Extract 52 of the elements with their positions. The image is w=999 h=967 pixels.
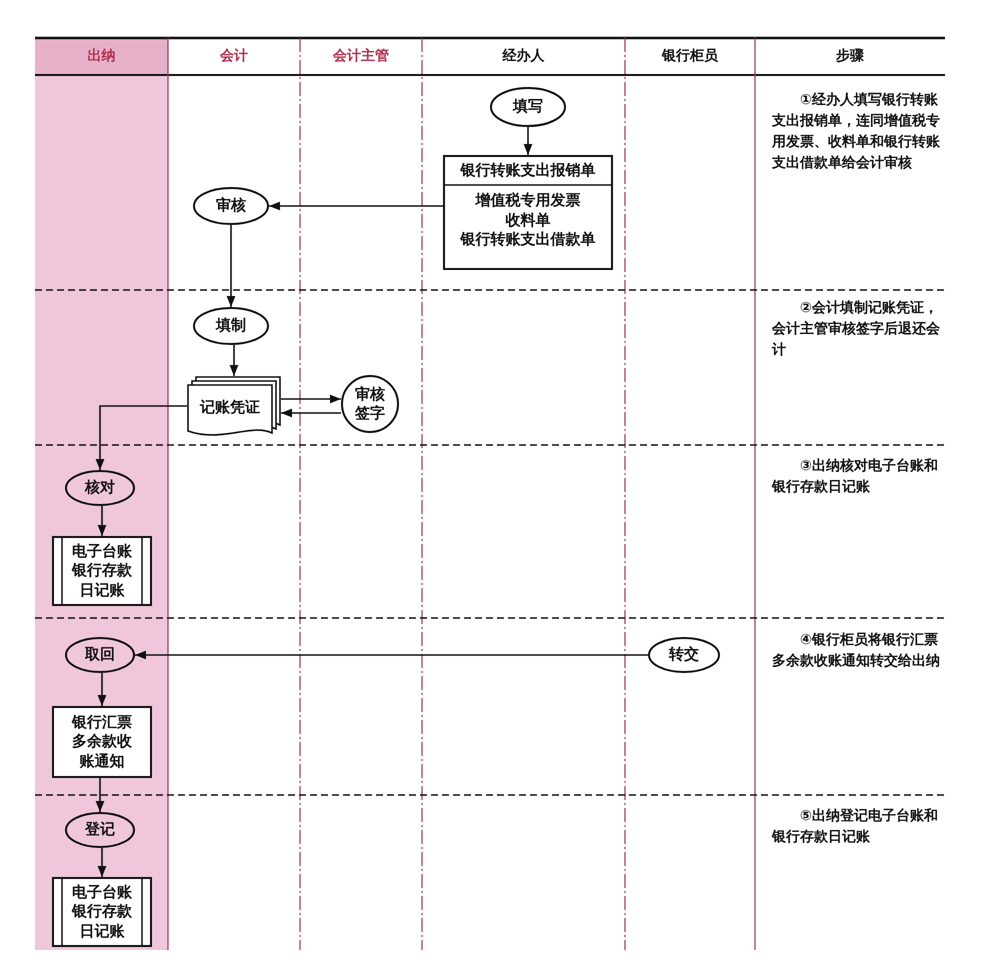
arrow — [98, 673, 106, 706]
node-text: 转交 — [669, 645, 699, 665]
node-text: 电子台账银行存款日记账 — [70, 882, 133, 942]
process-circle — [341, 375, 399, 433]
arrow — [230, 345, 238, 376]
lane-header: 会计主管 — [333, 46, 389, 66]
process-ellipse — [65, 637, 135, 673]
step-description: ②会计填制记账凭证，会计主管审核签字后退还会计 — [772, 299, 941, 360]
lane-header: 会计 — [220, 47, 248, 66]
node-text: 填写 — [513, 97, 543, 117]
node-text: 电子台账银行存款日记账 — [70, 542, 133, 600]
arrow — [96, 405, 187, 470]
lane-header: 步骤 — [836, 47, 864, 66]
node-text: 取回 — [85, 645, 115, 665]
step-description: ①经办人填写银行转账支出报销单，连同增值税专用发票、收料单和银行转账支出借款单给会计审核 — [772, 91, 941, 173]
node-text: 核对 — [85, 478, 115, 498]
arrow — [281, 394, 341, 404]
multi-document-shape — [187, 376, 281, 436]
step-description: ④银行柜员将银行汇票多余款收账通知转交给出纳 — [772, 631, 941, 671]
process-ellipse — [65, 812, 135, 848]
lane-header: 经办人 — [502, 47, 544, 66]
arrow — [96, 778, 104, 812]
arrow — [135, 650, 648, 660]
process-ellipse — [193, 307, 269, 345]
node-text: 审核 — [216, 196, 246, 216]
process-ellipse — [193, 187, 269, 225]
arrow — [269, 202, 443, 210]
process-ellipse — [65, 470, 135, 506]
node-text: 银行转账支出借款单 — [460, 230, 596, 250]
node-text: 增值税专用发票 — [476, 191, 580, 210]
process-ellipse — [490, 87, 566, 127]
arrow — [98, 848, 106, 877]
step-description: ⑤出纳登记电子台账和银行存款日记账 — [772, 807, 939, 847]
node-text: 登记 — [85, 820, 115, 840]
arrow — [98, 506, 106, 536]
lane-header: 银行柜员 — [662, 47, 718, 66]
node-text: 银行汇票多余款收账通知 — [70, 712, 133, 772]
document-box — [52, 706, 152, 778]
ledger-box — [52, 536, 152, 606]
ledger-box — [52, 877, 152, 947]
process-ellipse — [648, 637, 720, 673]
node-text: 银行转账支出报销单 — [460, 160, 596, 181]
node-text: 记账凭证 — [200, 398, 260, 418]
arrow — [524, 127, 532, 155]
node-text: 收料单 — [506, 210, 550, 230]
node-text: 审核签字 — [354, 384, 386, 424]
lane-header: 出纳 — [88, 47, 116, 66]
document-box — [443, 155, 613, 270]
arrow — [281, 408, 341, 418]
arrow — [226, 225, 236, 307]
node-text: 填制 — [216, 316, 246, 336]
step-description: ③出纳核对电子台账和银行存款日记账 — [772, 457, 939, 497]
